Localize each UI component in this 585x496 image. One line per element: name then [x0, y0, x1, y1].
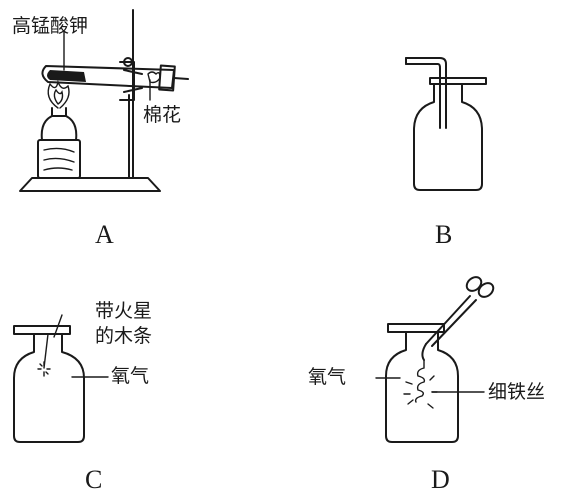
panel-letter-b: B	[435, 220, 452, 249]
potassium-permanganate-powder	[47, 70, 86, 82]
iron-wire-spiral	[414, 359, 426, 403]
alcohol-lamp-body	[37, 139, 81, 179]
label-glowing-splint-line1: 带火星	[95, 300, 152, 322]
panel-d-apparatus	[375, 276, 495, 443]
test-tube	[41, 65, 175, 89]
glow-sparkle-icon	[37, 361, 51, 377]
label-glowing-splint-line2: 的木条	[95, 325, 152, 347]
panel-letter-a: A	[95, 220, 114, 249]
panel-letter-c: C	[85, 465, 102, 494]
panel-b-apparatus	[405, 57, 487, 191]
crucible-tongs	[421, 276, 495, 361]
clamp	[119, 61, 143, 101]
label-oxygen-d: 氧气	[308, 366, 346, 388]
bottle-d	[385, 331, 459, 443]
bottle-b	[413, 83, 483, 191]
label-iron-wire: 细铁丝	[488, 381, 545, 403]
label-potassium-permanganate: 高锰酸钾	[12, 15, 88, 37]
cotton-plug	[147, 71, 161, 84]
label-cotton: 棉花	[143, 104, 181, 126]
panel-letter-d: D	[431, 465, 450, 494]
panel-c-apparatus	[13, 314, 109, 443]
inlet-tube	[405, 57, 447, 129]
label-oxygen-c: 氧气	[111, 365, 149, 387]
panel-a-apparatus	[19, 9, 189, 192]
bottle-c	[13, 333, 85, 443]
stand-base	[19, 177, 161, 192]
